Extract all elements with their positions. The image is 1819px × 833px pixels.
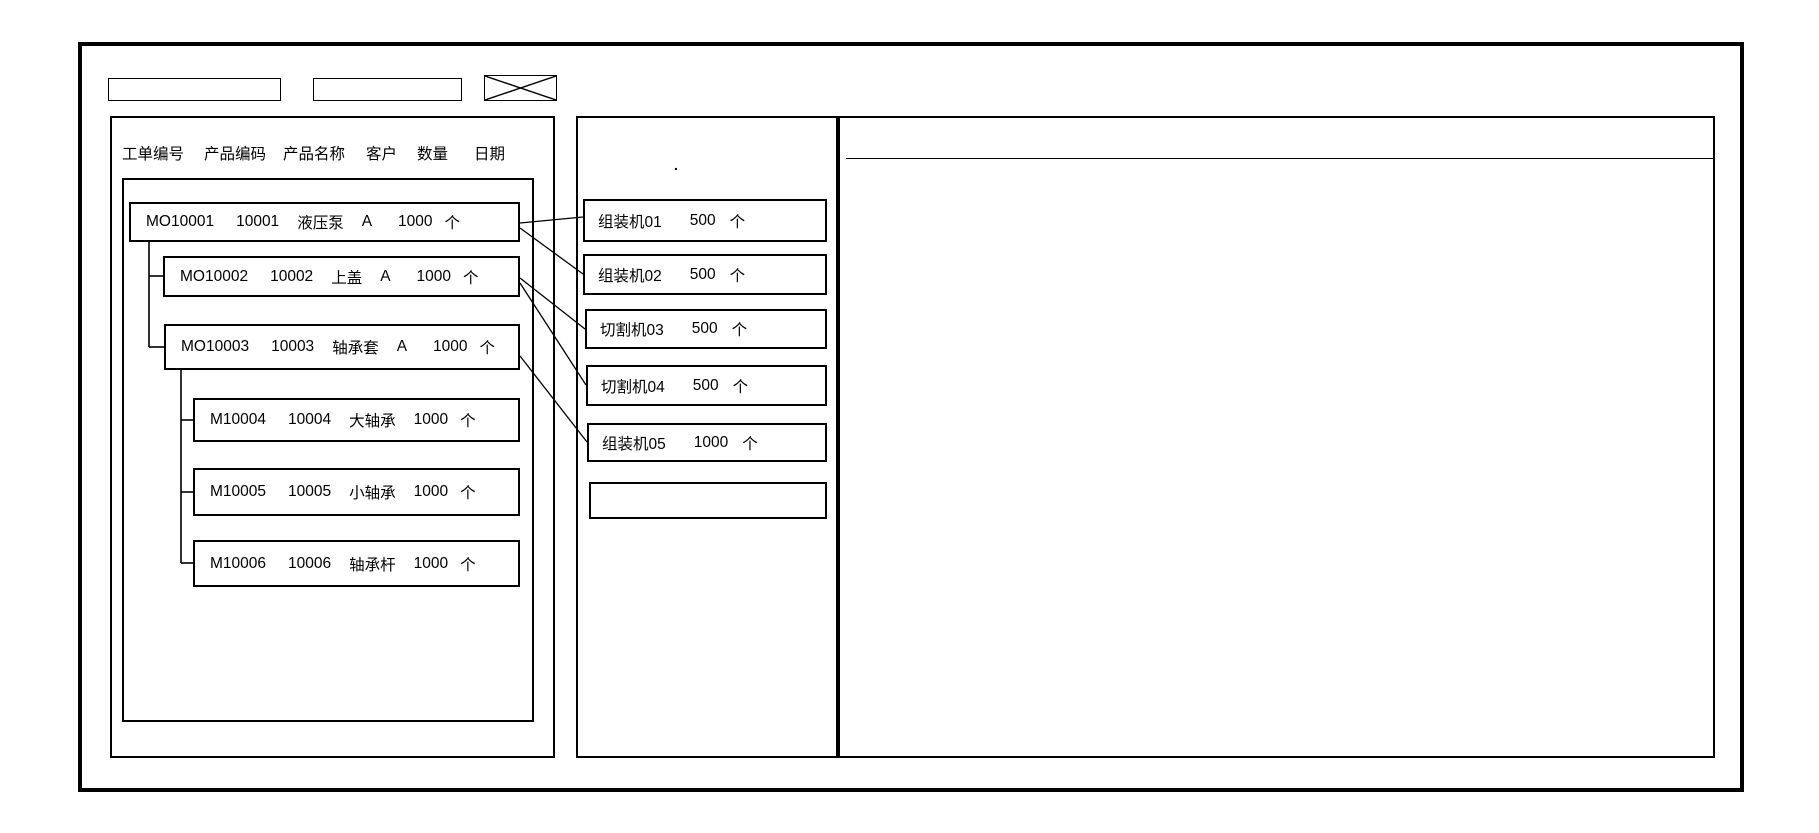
product-name: 小轴承 [349, 485, 396, 502]
machine-box-3[interactable]: 切割机03 500 个 [585, 309, 827, 349]
machine-qty: 500 [692, 376, 719, 394]
work-order-node-M10006[interactable]: M10006 10006 轴承杆 1000 个 [193, 540, 520, 587]
machine-box-2[interactable]: 组装机02 500 个 [583, 254, 827, 295]
unit: 个 [460, 413, 476, 430]
customer: A [361, 213, 373, 230]
detail-panel [838, 116, 1715, 758]
toolbar-field-2[interactable] [313, 78, 462, 101]
toolbar-field-1[interactable] [108, 78, 281, 101]
machine-name: 组装机02 [598, 267, 662, 285]
quantity: 1000 [416, 267, 452, 285]
column-header-order-no: 工单编号 [122, 146, 185, 163]
quantity: 1000 [413, 554, 449, 572]
machine-name: 组装机05 [602, 435, 666, 453]
product-name: 液压泵 [297, 215, 344, 232]
machine-box-1[interactable]: 组装机01 500 个 [583, 199, 827, 242]
machine-name: 切割机03 [600, 322, 664, 339]
machine-qty: 500 [689, 265, 716, 283]
unit: 个 [742, 435, 758, 453]
machine-qty: 1000 [693, 433, 729, 451]
machine-box-5[interactable]: 组装机05 1000 个 [587, 423, 827, 462]
stray-dot: . [674, 157, 678, 173]
column-header-qty: 数量 [417, 146, 449, 163]
unit: 个 [444, 215, 461, 232]
unit: 个 [732, 378, 749, 396]
crossed-box-x-lines [484, 75, 557, 101]
quantity: 1000 [413, 483, 449, 500]
product-code: 10003 [271, 338, 315, 355]
quantity: 1000 [433, 338, 468, 355]
work-order-node-MO10001[interactable]: MO10001 10001 液压泵 A 1000 个 [129, 202, 520, 242]
column-header-product-code: 产品编码 [204, 146, 267, 163]
work-order-node-MO10003[interactable]: MO10003 10003 轴承套 A 1000 个 [164, 324, 520, 370]
product-code: 10001 [236, 213, 280, 230]
unit: 个 [463, 269, 479, 287]
order-no: MO10001 [146, 213, 215, 230]
product-name: 大轴承 [349, 413, 396, 430]
unit: 个 [731, 322, 748, 339]
order-no: M10005 [210, 483, 267, 500]
crossed-box-icon[interactable] [484, 75, 557, 101]
work-order-node-M10005[interactable]: M10005 10005 小轴承 1000 个 [193, 468, 520, 516]
machine-box-4[interactable]: 切割机04 500 个 [586, 365, 827, 406]
machine-qty: 500 [689, 211, 716, 229]
quantity: 1000 [398, 213, 433, 230]
product-code: 10004 [288, 411, 332, 428]
machine-name: 组装机01 [598, 213, 662, 231]
detail-panel-header [846, 118, 1713, 159]
column-header-customer: 客户 [366, 146, 398, 163]
product-name: 上盖 [331, 269, 363, 287]
product-code: 10006 [288, 554, 332, 572]
unit: 个 [479, 340, 496, 357]
work-order-node-MO10002[interactable]: MO10002 10002 上盖 A 1000 个 [163, 256, 520, 297]
quantity: 1000 [413, 411, 449, 428]
product-name: 轴承套 [332, 340, 379, 357]
product-code: 10002 [270, 267, 314, 285]
unit: 个 [729, 213, 746, 231]
machine-qty: 500 [691, 320, 718, 337]
column-header-date: 日期 [474, 146, 506, 163]
product-name: 轴承杆 [349, 556, 396, 574]
order-no: MO10003 [181, 338, 250, 355]
work-order-node-M10004[interactable]: M10004 10004 大轴承 1000 个 [193, 398, 520, 442]
column-header-product-name: 产品名称 [283, 146, 346, 163]
unit: 个 [460, 485, 476, 502]
order-no: MO10002 [180, 267, 249, 285]
machine-box-empty[interactable] [589, 482, 827, 519]
unit: 个 [460, 556, 476, 574]
customer: A [380, 267, 391, 285]
unit: 个 [729, 267, 746, 285]
machine-name: 切割机04 [601, 378, 665, 396]
order-no: M10006 [210, 554, 267, 572]
order-no: M10004 [210, 411, 267, 428]
product-code: 10005 [288, 483, 332, 500]
customer: A [396, 338, 408, 355]
